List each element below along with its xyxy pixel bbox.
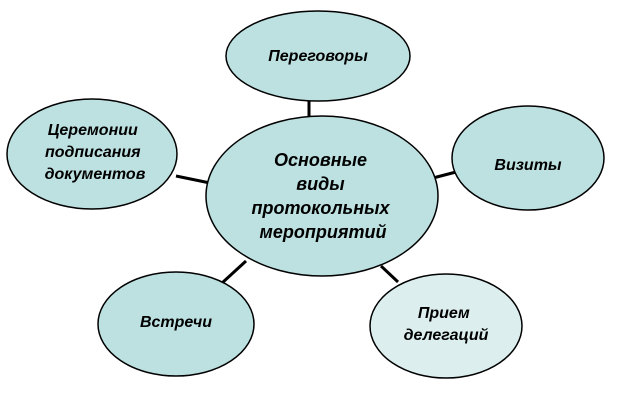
node-visits-label: Визиты: [494, 157, 561, 174]
connector-delegations: [379, 264, 400, 284]
node-negotiations-shape: [225, 10, 411, 102]
node-negotiations-label: Переговоры: [268, 48, 368, 65]
node-delegations-shape: [369, 273, 523, 379]
node-center: Основные виды протокольных мероприятий: [205, 115, 439, 277]
connector-visits: [432, 170, 457, 180]
node-ceremonies-label: Церемонии подписания документов: [45, 122, 146, 183]
node-ceremonies: Церемонии подписания документов: [6, 98, 178, 210]
connector-meetings: [220, 259, 248, 285]
node-delegations-label: Прием делегаций: [404, 305, 489, 344]
node-meetings: Встречи: [97, 271, 255, 377]
connector-ceremonies: [175, 174, 211, 185]
node-delegations: Прием делегаций: [369, 273, 523, 379]
node-visits: Визиты: [451, 105, 605, 211]
node-meetings-label: Встречи: [140, 314, 212, 331]
node-meetings-shape: [97, 271, 255, 377]
node-visits-shape: [451, 105, 605, 211]
node-ceremonies-shape: [6, 98, 178, 210]
node-negotiations: Переговоры: [225, 10, 411, 102]
node-center-shape: [205, 115, 439, 277]
node-center-label: Основные виды протокольных мероприятий: [251, 150, 394, 242]
